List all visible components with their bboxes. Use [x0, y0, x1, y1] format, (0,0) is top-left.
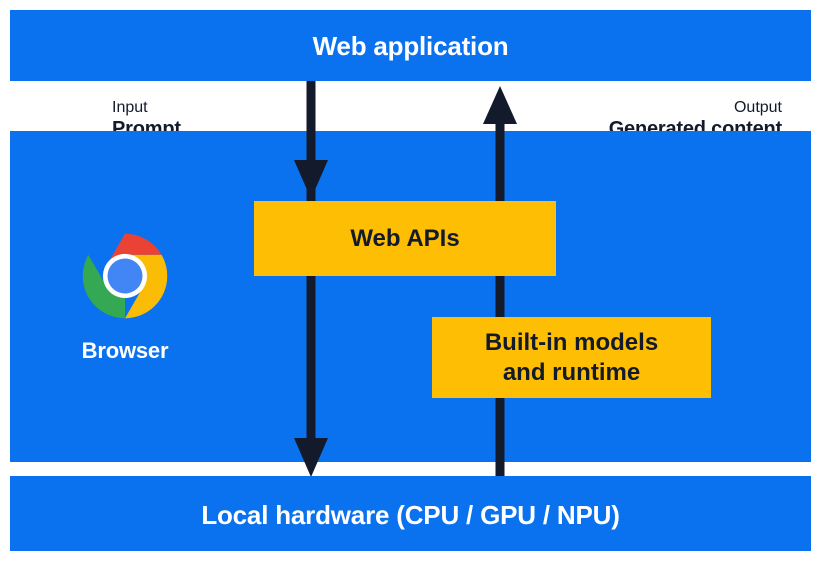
input-kind-label: Input [112, 99, 148, 116]
box-web-apis: Web APIs [254, 201, 556, 276]
box-builtin-models-label: Built-in models and runtime [485, 328, 658, 387]
chrome-logo-icon [82, 233, 168, 319]
band-web-application: Web application [10, 10, 811, 81]
band-local-hardware: Local hardware (CPU / GPU / NPU) [10, 476, 811, 551]
box-builtin-models-line2: and runtime [502, 358, 641, 386]
band-browser-label: Browser [81, 338, 169, 363]
box-web-apis-label: Web APIs [350, 224, 460, 252]
browser-group: Browser [60, 230, 190, 364]
band-local-hardware-label: Local hardware (CPU / GPU / NPU) [201, 500, 620, 530]
box-builtin-models-line1: Built-in models [484, 329, 659, 357]
band-web-application-label: Web application [312, 31, 509, 61]
box-builtin-models: Built-in models and runtime [432, 317, 711, 398]
output-kind-label: Output [733, 99, 782, 116]
